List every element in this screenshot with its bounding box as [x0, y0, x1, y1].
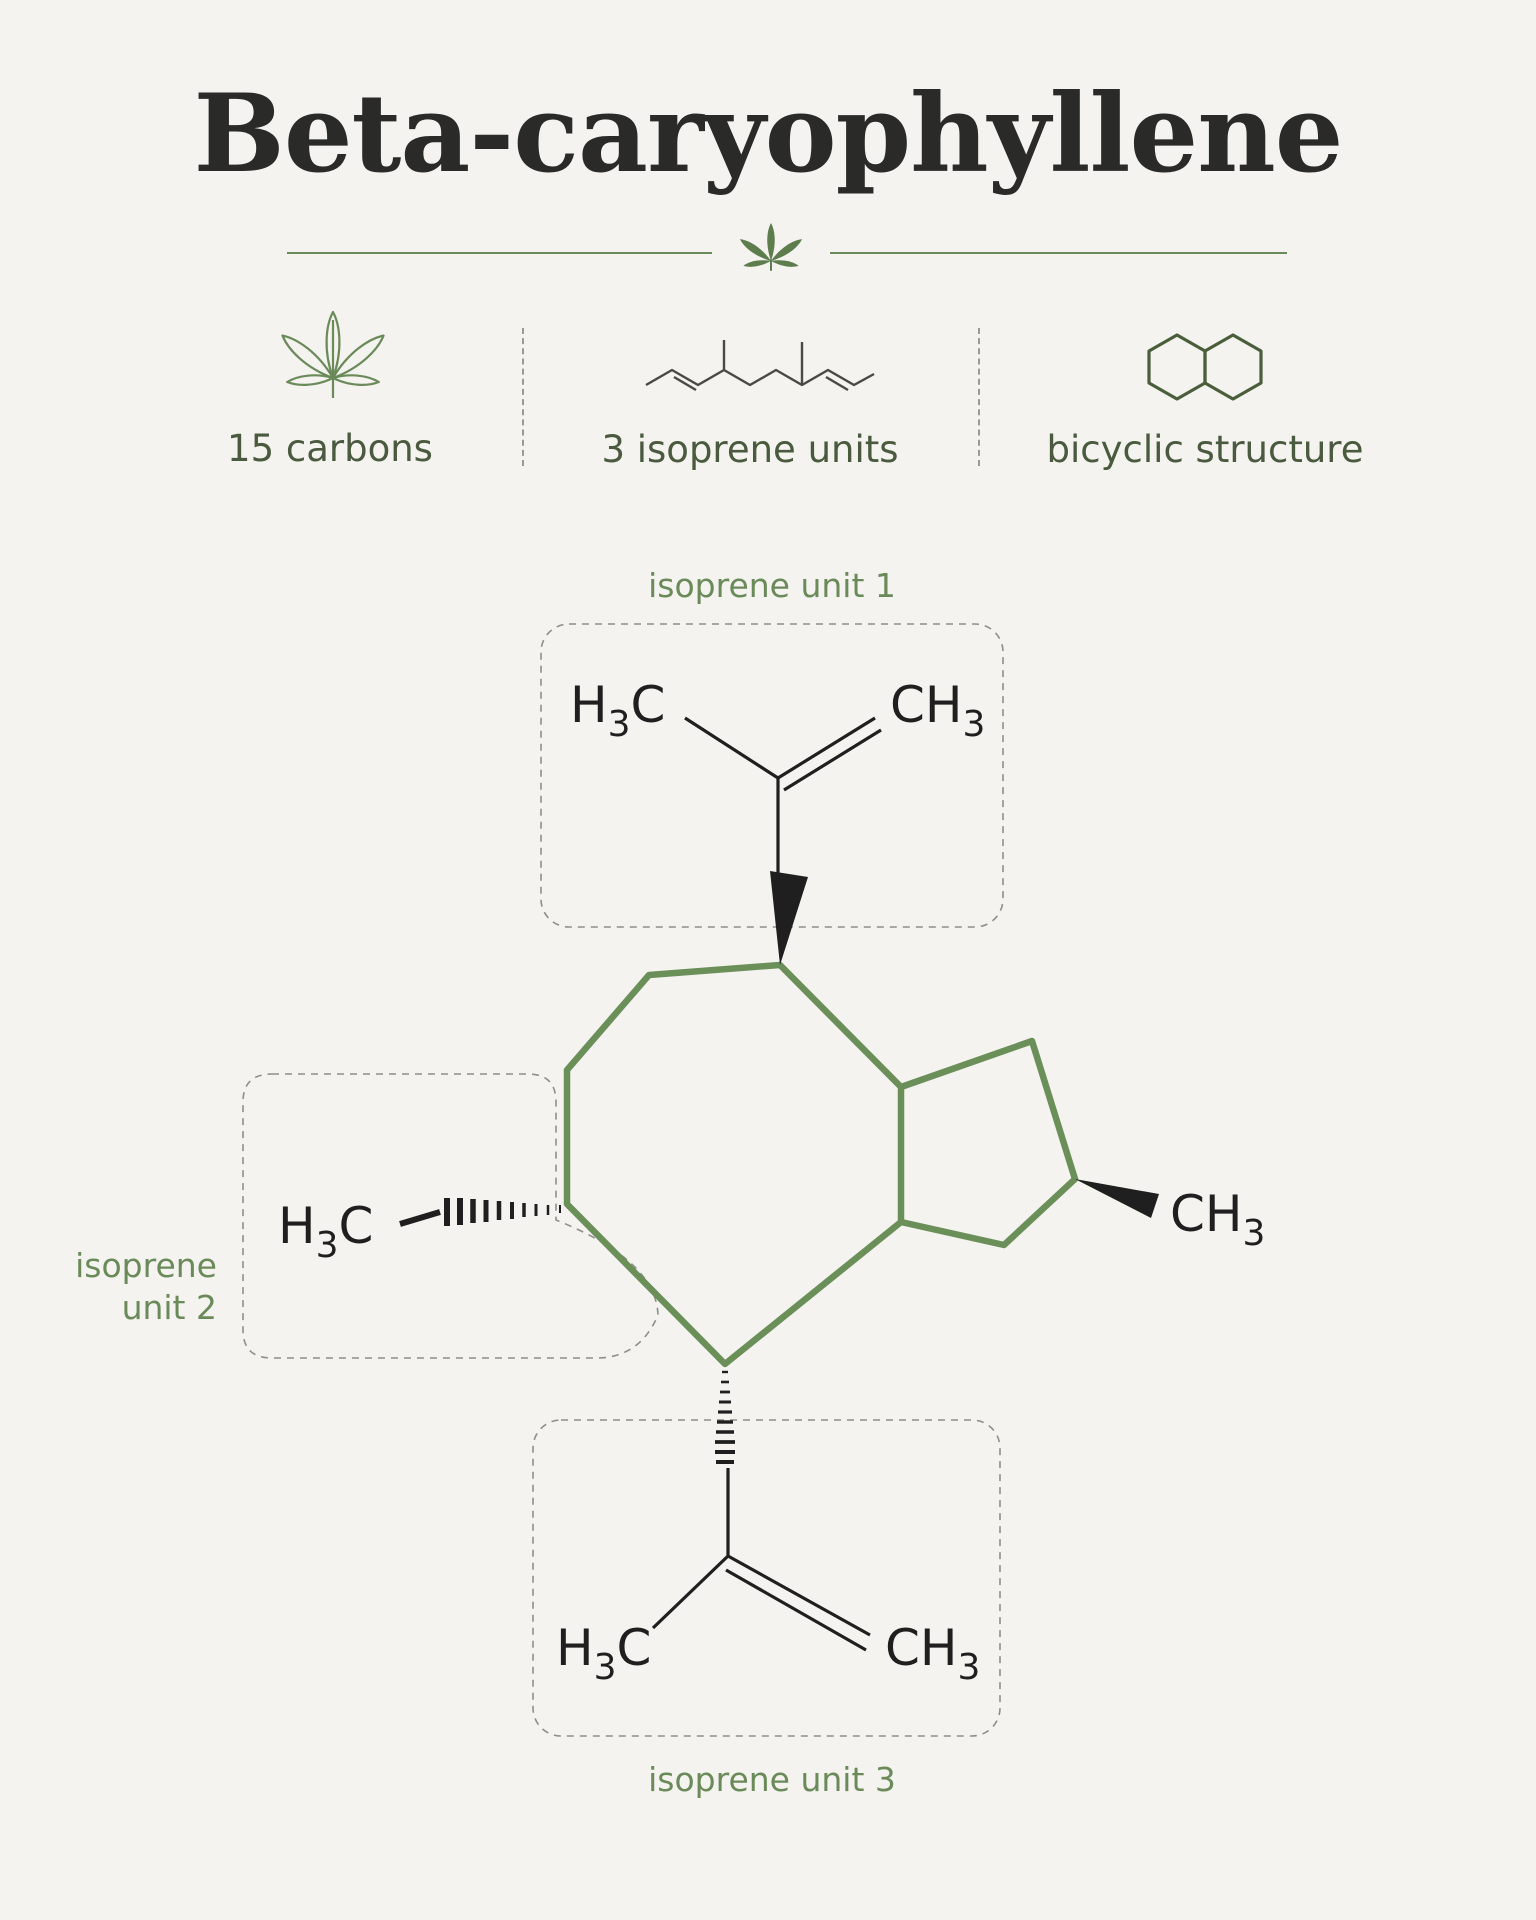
title-divider-left: [287, 252, 712, 254]
fact-separator: [978, 328, 980, 466]
fact-bicyclic-label: bicyclic structure: [1046, 428, 1364, 471]
bicyclic-rings-icon: [1147, 333, 1263, 401]
isopropenyl-group-top: [684, 716, 882, 965]
methyl-label-bottom-left: H3C: [556, 1619, 651, 1688]
isoprene-unit-3-label: isoprene unit 3: [648, 1760, 896, 1799]
isoprene-chain-icon: [645, 340, 875, 392]
fact-separator: [522, 328, 524, 466]
title-divider-right: [830, 252, 1287, 254]
methyl-label-top-right: CH3: [890, 676, 985, 745]
wedge-bond-right: [1075, 1179, 1159, 1218]
isoprene-unit-1-label: isoprene unit 1: [648, 566, 896, 605]
methyl-label-bottom-right: CH3: [885, 1619, 980, 1688]
isoprene-unit-2-box: [242, 1073, 659, 1359]
isoprene-unit-3-box: [532, 1419, 1001, 1737]
fact-carbons-label: 15 carbons: [227, 427, 433, 470]
bicyclic-ring-skeleton: [563, 961, 1079, 1368]
isoprene-unit-2-label-line1: isoprene: [75, 1246, 217, 1285]
methyl-label-left: H3C: [278, 1197, 373, 1266]
page-title: Beta-caryophyllene: [193, 71, 1344, 197]
methyl-label-right: CH3: [1170, 1185, 1265, 1254]
cannabis-leaf-icon: [739, 222, 803, 271]
isoprene-unit-1-box: [540, 623, 1004, 928]
cannabis-leaf-icon: [281, 310, 385, 398]
hashed-bond-bottom: [715, 1370, 735, 1464]
hashed-wedge-bond-left: [399, 1198, 561, 1227]
methyl-label-top-left: H3C: [570, 676, 665, 745]
isoprene-unit-2-label-line2: unit 2: [122, 1288, 217, 1327]
fact-isoprene-label: 3 isoprene units: [601, 428, 899, 471]
isopropenyl-group-bottom: [651, 1468, 871, 1652]
